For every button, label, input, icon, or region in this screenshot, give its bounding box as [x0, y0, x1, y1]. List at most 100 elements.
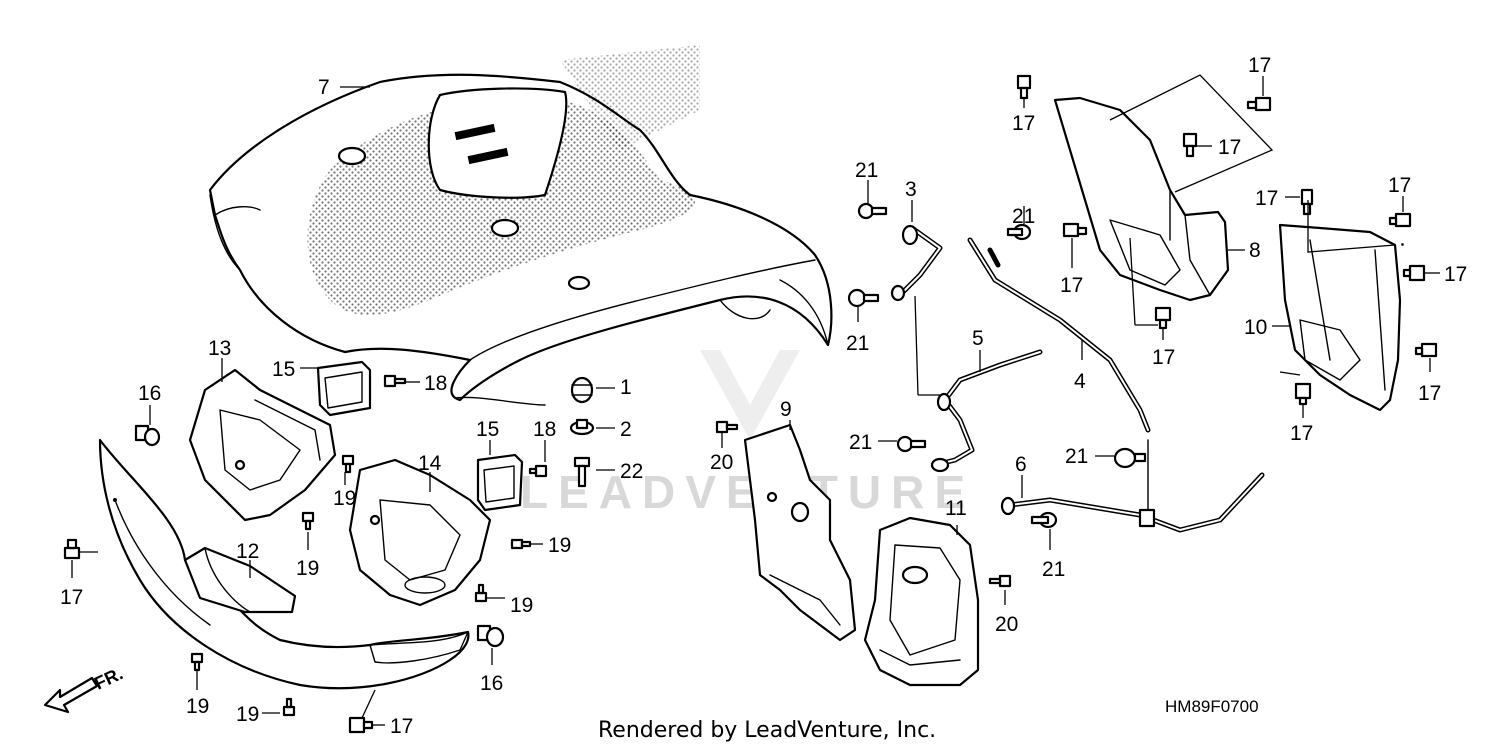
part-15-block-left [316, 360, 372, 417]
callout-21-a: 21 [855, 159, 878, 204]
svg-text:21: 21 [849, 431, 872, 454]
callout-17-k: 17 [1418, 358, 1441, 405]
part-18-bolt-left [383, 374, 407, 388]
callout-19-b: 19 [296, 532, 319, 580]
part-11-inner-fender [863, 516, 980, 687]
callout-17-j: 17 [1424, 263, 1467, 286]
svg-text:17: 17 [1418, 382, 1441, 405]
svg-text:17: 17 [1060, 274, 1083, 297]
svg-text:16: 16 [480, 672, 503, 695]
svg-text:7: 7 [318, 76, 330, 99]
svg-text:15: 15 [476, 418, 499, 441]
part-20-screw-left [715, 420, 739, 434]
part-20-screw-right [988, 574, 1012, 588]
svg-text:17: 17 [390, 715, 413, 738]
svg-text:20: 20 [710, 451, 733, 474]
callout-16-right: 16 [480, 648, 503, 695]
svg-text:9: 9 [780, 398, 792, 421]
svg-text:18: 18 [424, 372, 447, 395]
part-22-bolt [573, 456, 591, 488]
callout-19-a: 19 [333, 472, 356, 510]
callout-18-left: 18 [405, 372, 447, 395]
callout-17-c: 17 [1012, 98, 1035, 135]
part-17-clip-b [348, 716, 374, 734]
part-8-inner-panel [1053, 96, 1230, 302]
callout-17-i: 17 [1388, 174, 1411, 212]
svg-text:16: 16 [138, 382, 161, 405]
part-17-clip-j [1402, 264, 1426, 282]
svg-text:5: 5 [972, 327, 984, 350]
part-19-screw-b [301, 511, 315, 531]
part-15-block-center [476, 453, 524, 512]
svg-text:8: 8 [1249, 239, 1261, 262]
callout-15-center: 15 [476, 418, 499, 455]
part-17-clip-f [1062, 222, 1088, 238]
front-label: FR. [91, 663, 126, 693]
svg-text:17: 17 [1218, 136, 1241, 159]
part-2-collar [569, 418, 595, 436]
svg-text:13: 13 [208, 337, 231, 360]
part-17-clip-g [1154, 306, 1172, 330]
front-direction-arrow: FR. [43, 663, 126, 714]
callout-19-d: 19 [486, 594, 533, 617]
part-19-screw-d [474, 583, 488, 603]
part-19-screw-c [510, 538, 532, 550]
svg-text:17: 17 [1290, 422, 1313, 445]
svg-text:19: 19 [548, 534, 571, 557]
svg-text:17: 17 [1444, 263, 1467, 286]
svg-text:21: 21 [1065, 445, 1088, 468]
part-14-bracket [348, 458, 492, 607]
svg-text:2: 2 [620, 418, 632, 441]
callout-17-b: 17 [361, 689, 413, 738]
callout-4: 4 [1074, 340, 1086, 393]
svg-text:17: 17 [1388, 174, 1411, 197]
callout-17-h: 17 [1255, 187, 1300, 210]
part-1-grommet [570, 376, 594, 404]
callouts-1-2-22: 1 2 22 [596, 376, 643, 483]
part-17-clip-d [1246, 96, 1272, 112]
callout-19-c: 19 [530, 534, 571, 557]
part-6-stay [1000, 439, 1265, 533]
part-17-clip-c [1016, 74, 1032, 100]
part-17-clip-a [63, 538, 81, 560]
callout-21-b: 21 [846, 307, 869, 355]
watermark-logo [700, 350, 800, 440]
callout-17-d: 17 [1248, 54, 1271, 96]
callout-11: 11 [945, 497, 967, 535]
callout-10: 10 [1244, 200, 1396, 376]
callout-19-f: 19 [236, 703, 280, 726]
callout-19-e: 19 [186, 670, 209, 718]
svg-text:17: 17 [60, 586, 83, 609]
svg-text:3: 3 [905, 178, 917, 201]
part-4-rod [967, 237, 1151, 433]
svg-text:19: 19 [236, 703, 259, 726]
callout-17-e: 17 [1196, 136, 1241, 159]
svg-text:11: 11 [945, 497, 967, 520]
part-13-bracket [188, 368, 337, 522]
part-17-clip-h [1300, 188, 1314, 216]
part-21-bolt-d [896, 435, 927, 453]
callout-14: 14 [418, 452, 442, 492]
callout-7: 7 [318, 76, 370, 99]
svg-text:19: 19 [510, 594, 533, 617]
part-21-bolt-b [847, 288, 880, 308]
part-19-screw-e [190, 652, 204, 672]
callout-17-f: 17 [1060, 238, 1083, 297]
callout-18-center: 18 [533, 418, 556, 462]
part-7-front-fender [208, 45, 833, 406]
callout-3: 3 [905, 178, 917, 222]
part-18-bolt-center [528, 464, 548, 478]
svg-text:19: 19 [333, 487, 356, 510]
svg-text:17: 17 [1248, 54, 1271, 77]
callout-21-c: 21 [1012, 205, 1035, 228]
part-21-bolt-c [1006, 223, 1032, 241]
part-12-lower-cover [98, 438, 470, 690]
part-17-clip-e [1182, 132, 1198, 158]
part-16-bolt-right [476, 624, 505, 648]
part-21-bolt-e [1113, 447, 1147, 469]
part-16-bolt-left [134, 424, 161, 447]
svg-text:21: 21 [1012, 205, 1035, 228]
callout-21-e: 21 [1065, 445, 1114, 468]
part-5-stay [930, 349, 1043, 473]
